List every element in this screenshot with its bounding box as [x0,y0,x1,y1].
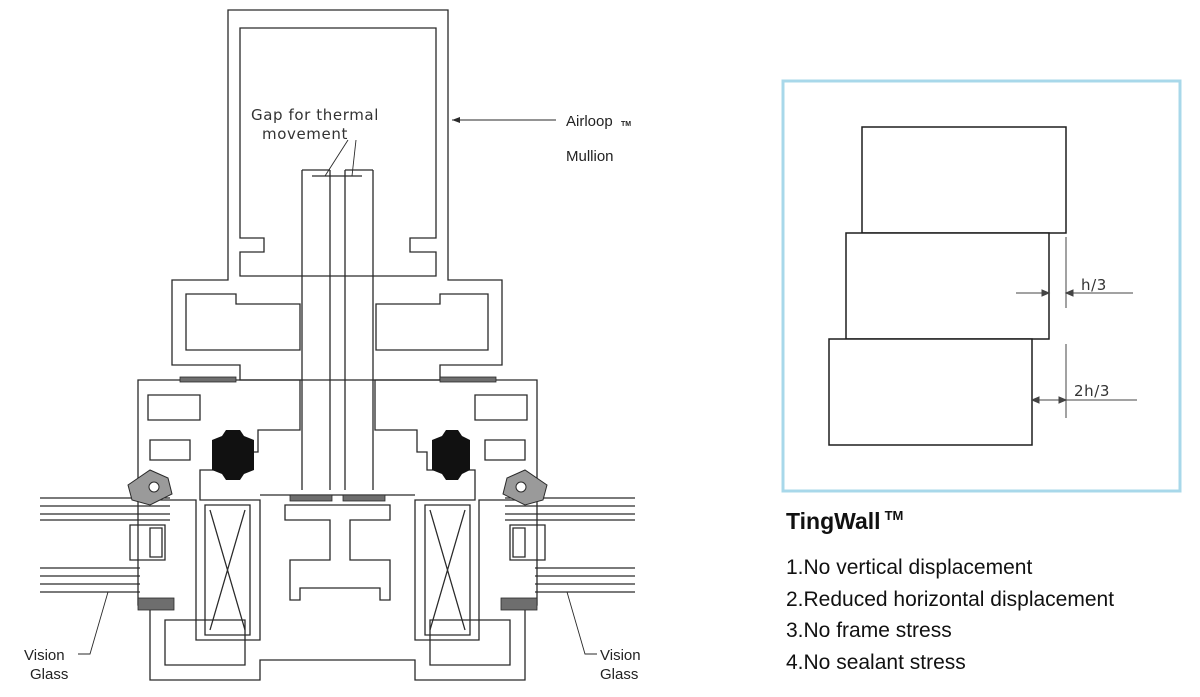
left-glass-leader [78,591,109,655]
mullion-inner-profile [239,27,437,277]
left-glass-label-line1: Vision [24,647,65,664]
gap-label-line1: Gap for thermal [251,106,379,124]
left-black-gasket [212,430,254,480]
right-setting-block [424,504,471,636]
tape-center-left [289,494,333,502]
bottom-frame-base [137,500,538,681]
tape-center-right [342,494,386,502]
gap-leader [324,139,349,177]
right-black-gasket [432,430,470,480]
block-bottom [828,338,1033,446]
feature-item: 1.No vertical displacement [786,556,1033,579]
feature-item: 4.No sealant stress [786,650,966,674]
tape-glass-left [137,597,175,611]
tingwall-feature-list: 1.No vertical displacement 2.Reduced hor… [786,552,1114,678]
mullion-label: Mullion [566,148,614,165]
tingwall-diagram-frame [781,79,1182,493]
left-setting-block [204,504,251,636]
dimension-2h3-label: 2h/3 [1074,382,1110,400]
displacement-blocks [828,126,1067,446]
right-vision-glass [505,497,635,593]
right-frame-profile [374,379,538,641]
block-middle [845,232,1050,340]
feature-item: 3.No frame stress [786,619,952,642]
mullion-section-drawing [40,9,635,681]
right-glass-leader [566,591,597,655]
mullion-outer-profile [171,9,503,381]
displacement-dimensions [1016,237,1137,418]
dimension-h3-label: h/3 [1081,276,1107,294]
gap-label-line2: movement [262,125,348,143]
right-glass-label-line2: Glass [600,666,638,683]
block-top [861,126,1067,234]
tingwall-title-text: TingWall [786,508,881,534]
tape-top-left [179,376,237,383]
airloop-tm: TM [621,121,631,128]
tape-glass-right [500,597,538,611]
right-glass-label-line1: Vision [600,647,641,664]
left-glass-label-line2: Glass [30,666,68,683]
mullion-lower-chambers [185,293,489,351]
tingwall-tm: TM [884,508,904,523]
left-frame-profile [137,379,301,641]
feature-item: 2.Reduced horizontal displacement [786,587,1115,611]
tape-top-right [439,376,497,383]
central-connector [284,504,391,601]
left-vision-glass [40,497,170,593]
airloop-label: Airloop [566,113,613,130]
